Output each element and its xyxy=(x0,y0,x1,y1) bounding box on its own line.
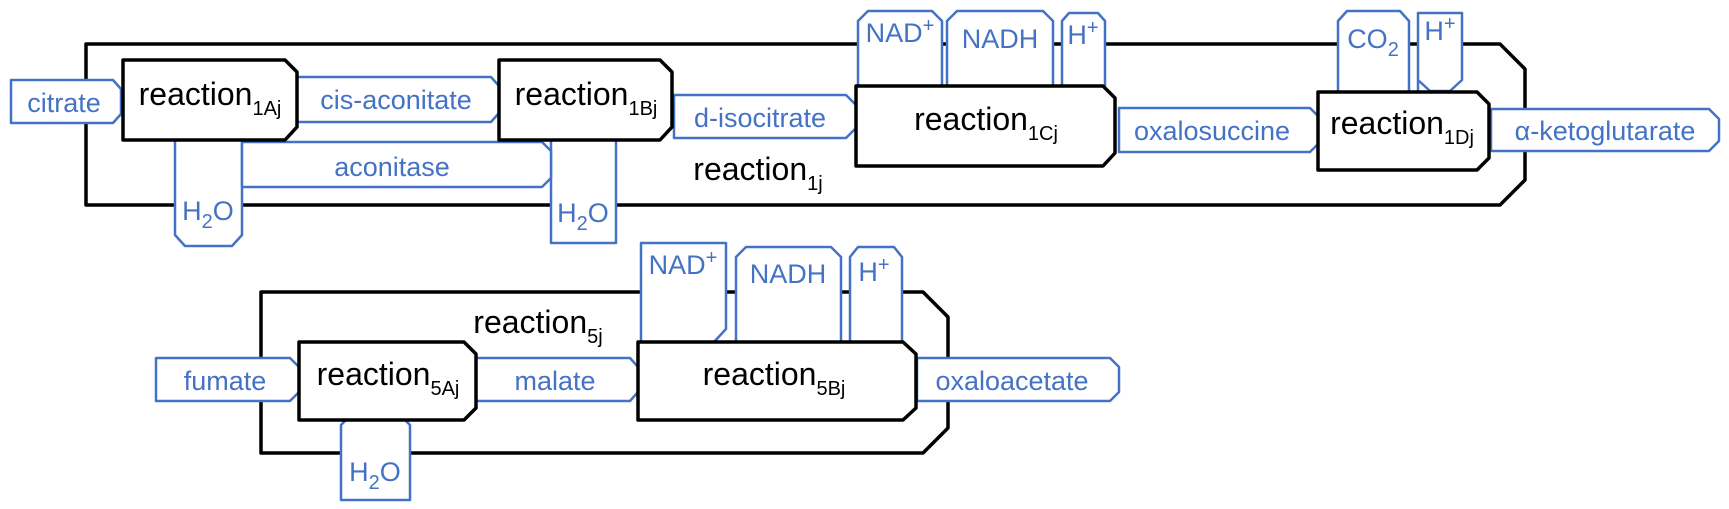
citrate-label: citrate xyxy=(27,88,101,118)
reaction-1c-box xyxy=(854,84,1117,168)
co2-tab xyxy=(1336,9,1411,94)
nad-plus-tab-1 xyxy=(856,9,944,86)
reaction-5b-label: reaction5Bj xyxy=(703,356,846,400)
h-plus-tab-5 xyxy=(848,245,904,342)
oxaloacetate-label: oxaloacetate xyxy=(935,366,1088,396)
nad-plus-label-5: NAD+ xyxy=(649,247,718,280)
reaction-1b-box xyxy=(497,58,674,142)
alpha-ketoglutarate-tab xyxy=(1489,107,1721,153)
aconitase-label: aconitase xyxy=(334,152,450,182)
reaction-5-outer-box xyxy=(259,290,950,455)
d-isocitrate-label: d-isocitrate xyxy=(694,103,826,133)
nadh-label-5: NADH xyxy=(750,259,827,289)
reaction-1-outer-box xyxy=(84,42,1527,207)
reaction-1-group-label: reaction1j xyxy=(693,151,822,195)
h2o-label-5a: H2O xyxy=(349,457,401,494)
nadh-tab-5 xyxy=(734,245,843,342)
reaction-1d-box xyxy=(1316,90,1491,172)
co2-label: CO2 xyxy=(1347,24,1399,61)
reaction-5-group-label: reaction5j xyxy=(473,304,602,348)
alpha-ketoglutarate-label: α-ketoglutarate xyxy=(1515,116,1696,146)
reaction-1b-label: reaction1Bj xyxy=(515,76,658,120)
reaction-5a-box xyxy=(297,340,478,422)
h2o-label-1b: H2O xyxy=(557,198,609,235)
nad-plus-tab-5 xyxy=(639,241,728,343)
h-plus-label-5: H+ xyxy=(858,254,889,287)
citrate-tab xyxy=(9,78,123,125)
h-plus-label-1d: H+ xyxy=(1424,13,1455,46)
malate-label: malate xyxy=(514,366,595,396)
reaction-5a-label: reaction5Aj xyxy=(317,356,460,400)
reaction-1c-label: reaction1Cj xyxy=(914,101,1058,145)
reaction-1d-label: reaction1Dj xyxy=(1330,105,1474,149)
aconitase-tab xyxy=(240,140,553,189)
fumate-label: fumate xyxy=(184,366,267,396)
reaction-5b-box xyxy=(636,340,918,422)
cis-aconitate-label: cis-aconitate xyxy=(320,85,472,115)
h2o-tab-1b xyxy=(549,138,618,245)
nad-plus-label-1: NAD+ xyxy=(866,15,935,48)
h2o-tab-1a xyxy=(173,138,244,248)
reaction-1a-label: reaction1Aj xyxy=(139,76,282,120)
h2o-label-1a: H2O xyxy=(182,196,234,233)
h-plus-label-1c: H+ xyxy=(1067,17,1098,50)
nadh-tab-1 xyxy=(945,9,1055,86)
h-plus-tab-1c xyxy=(1060,11,1107,86)
oxalosuccine-label: oxalosuccine xyxy=(1134,116,1290,146)
reaction-1a-box xyxy=(121,58,299,142)
nadh-label-1: NADH xyxy=(962,24,1039,54)
